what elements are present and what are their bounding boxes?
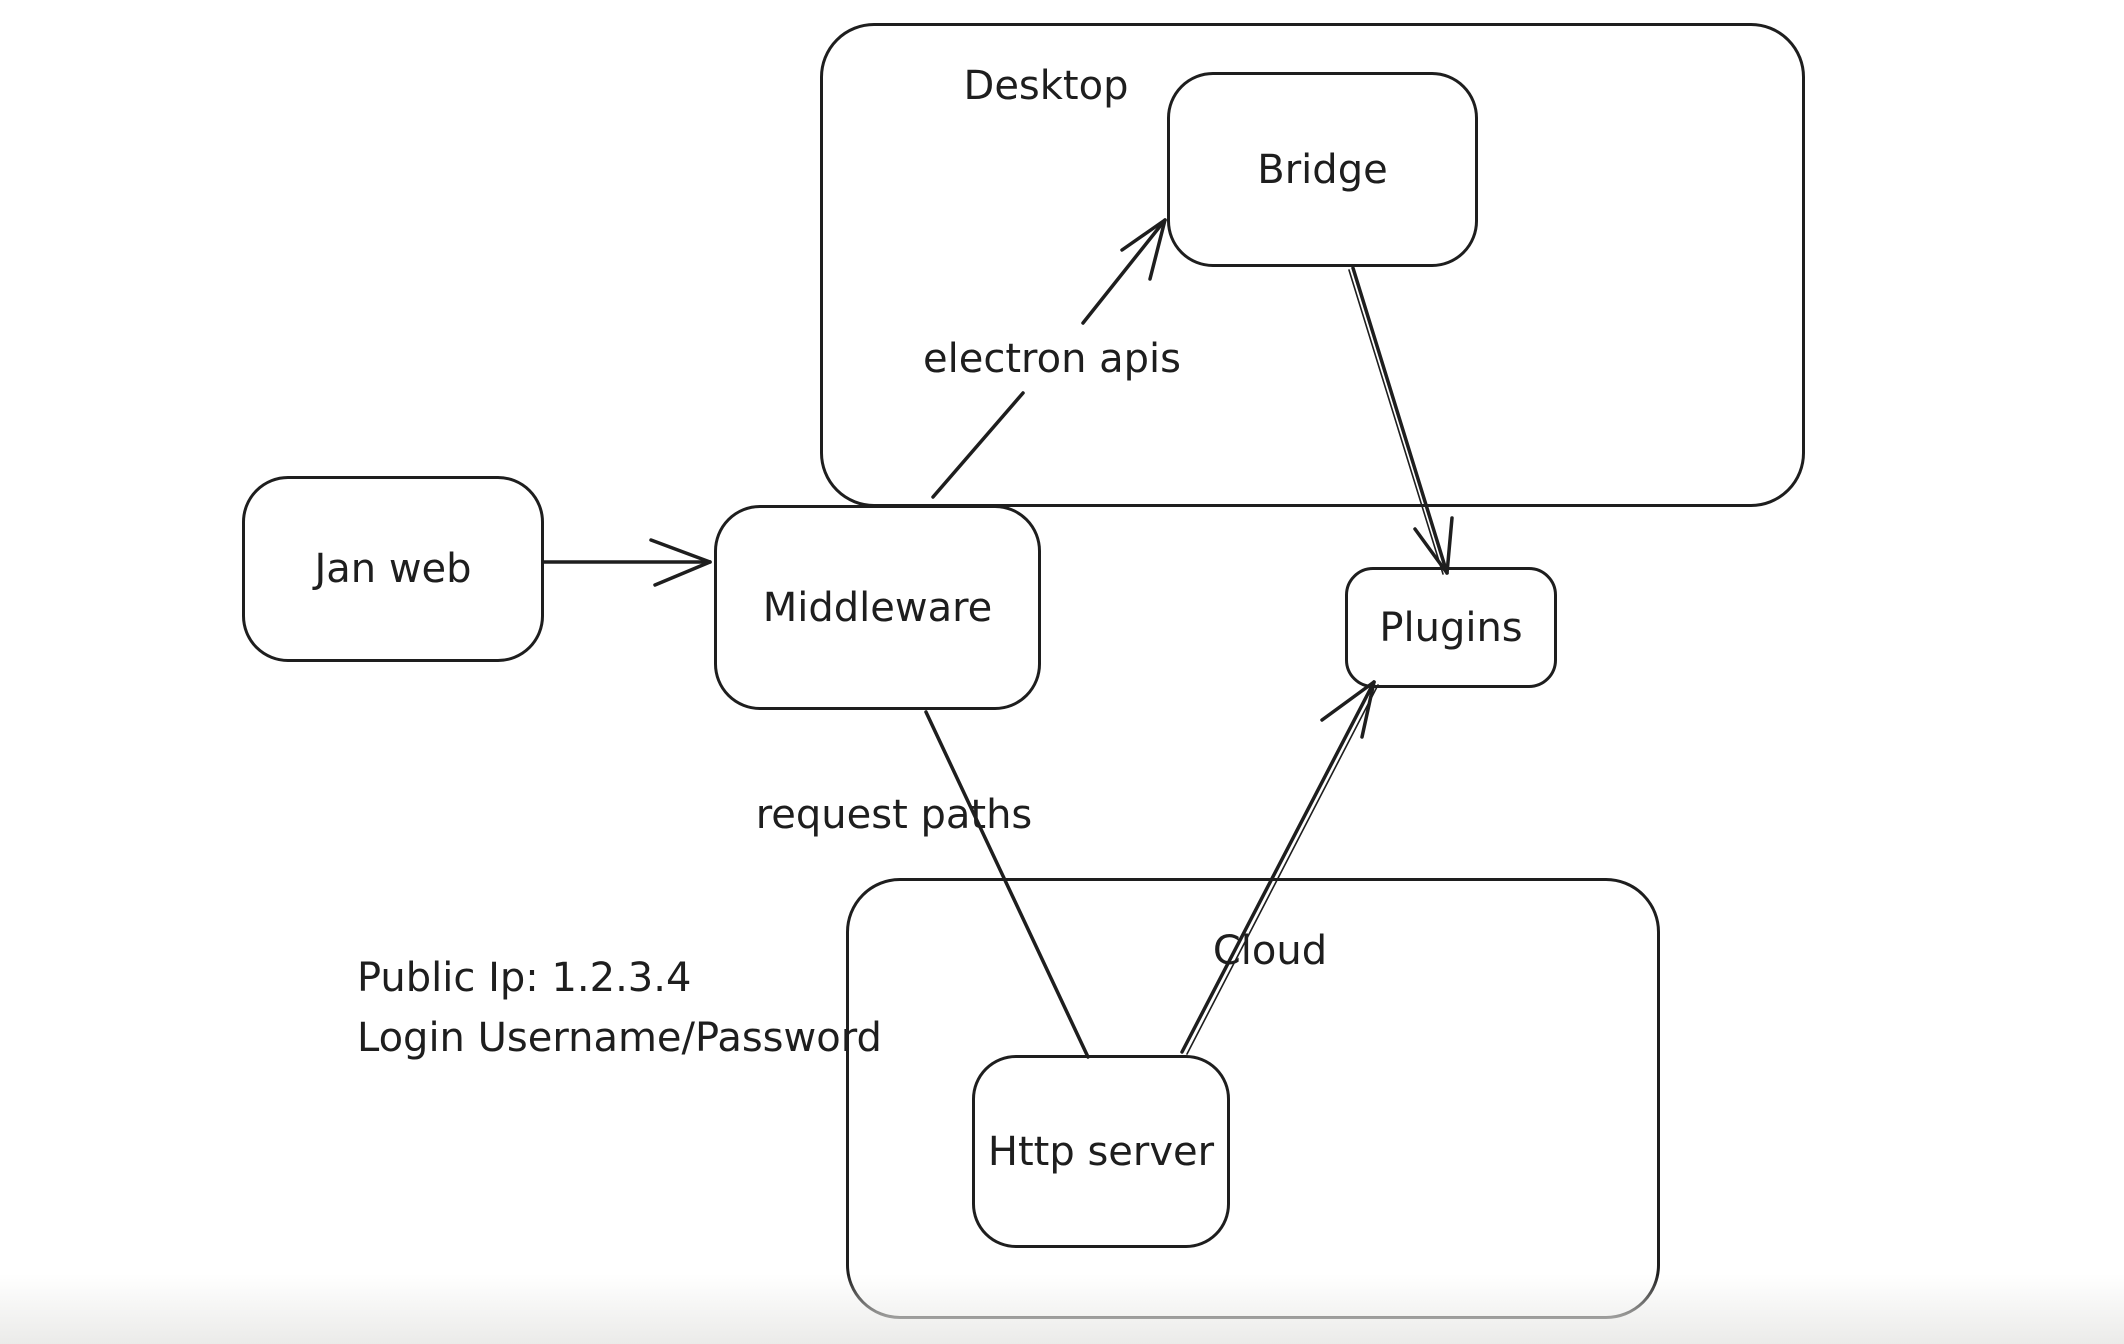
arrow-middleware-to-bridge[interactable] [931,218,1167,499]
annotation-public-ip: Public Ip: 1.2.3.4 [357,955,692,1001]
edge-label-request-paths[interactable]: request paths [755,792,1033,838]
arrow-janweb-to-middleware[interactable] [542,538,712,587]
node-middleware-label: Middleware [762,584,993,631]
node-bridge[interactable]: Bridge [1167,72,1478,267]
annotation-login: Login Username/Password [357,1015,882,1061]
annotation-block[interactable]: Public Ip: 1.2.3.4 Login Username/Passwo… [357,948,882,1068]
arrow-httpserver-to-plugins[interactable] [1180,680,1379,1055]
edge-label-electron-apis[interactable]: electron apis [923,336,1181,382]
node-http-server[interactable]: Http server [972,1055,1230,1248]
node-plugins-label: Plugins [1379,604,1523,651]
node-plugins[interactable]: Plugins [1345,567,1557,688]
arrow-bridge-to-plugins[interactable] [1348,266,1454,575]
node-middleware[interactable]: Middleware [714,505,1041,710]
node-jan-web-label: Jan web [314,546,472,592]
canvas-bottom-fade [0,1274,2124,1344]
desktop-frame[interactable] [820,23,1805,507]
node-bridge-label: Bridge [1257,146,1388,193]
node-http-server-label: Http server [987,1128,1215,1175]
cloud-frame-label[interactable]: Cloud [1212,928,1328,974]
desktop-frame-label[interactable]: Desktop [963,63,1129,109]
line-middleware-to-httpserver[interactable] [924,710,1090,1059]
node-jan-web[interactable]: Jan web [242,476,544,662]
